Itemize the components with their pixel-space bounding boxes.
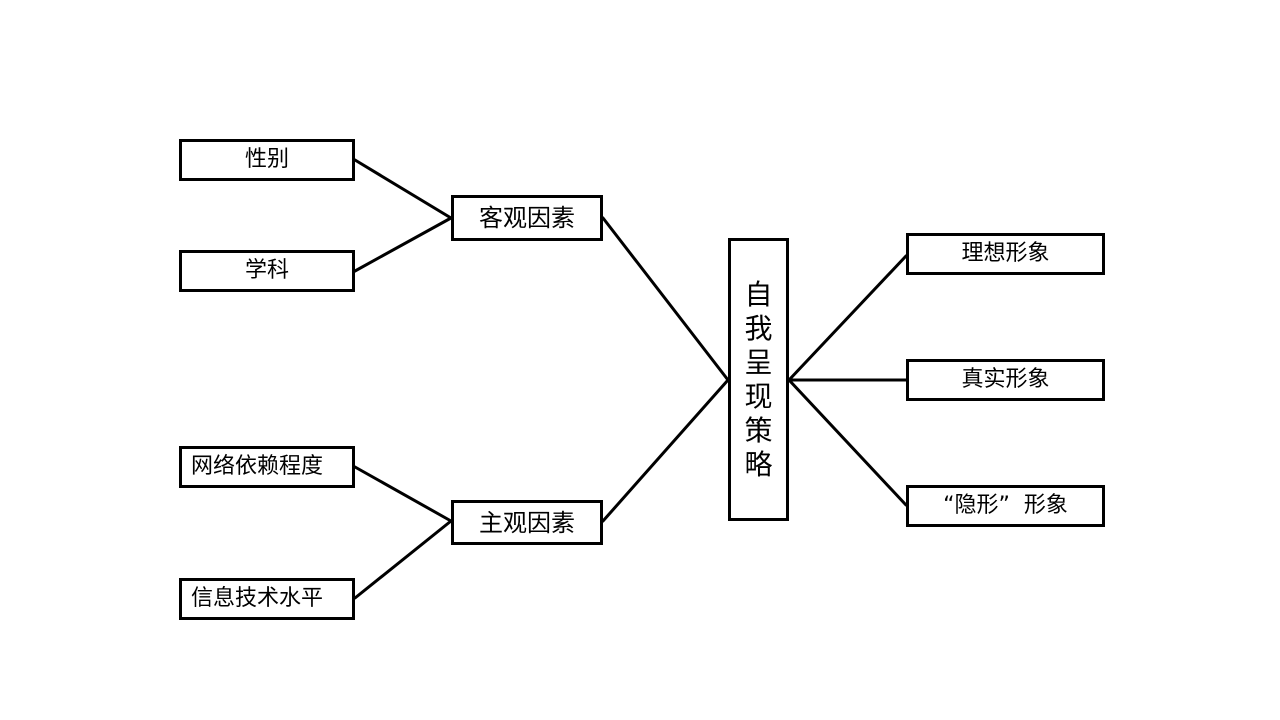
node-ideal-image: 理想形象 <box>906 233 1105 275</box>
center-char: 策 <box>744 413 773 447</box>
center-char: 现 <box>744 379 773 413</box>
node-real-image: 真实形象 <box>906 359 1105 401</box>
node-self-presentation-strategy: 自 我 呈 现 策 略 <box>728 238 789 521</box>
node-subject-label: 学科 <box>244 258 289 283</box>
node-subjective-factors-label: 主观因素 <box>479 508 575 537</box>
node-network-dependence: 网络依赖程度 <box>179 446 355 488</box>
connector-subjective-center <box>601 378 730 523</box>
node-gender-label: 性别 <box>244 147 289 172</box>
connector-infotech-subjective <box>353 519 453 600</box>
node-objective-factors: 客观因素 <box>451 195 603 241</box>
connector-gender-objective <box>353 158 453 220</box>
connector-center-ideal <box>787 254 908 382</box>
node-network-dependence-label: 网络依赖程度 <box>191 454 324 479</box>
center-char: 略 <box>744 447 773 481</box>
node-invisible-image-label: “隐形” 形象 <box>943 493 1068 518</box>
center-char: 我 <box>744 311 773 345</box>
connector-netdep-subjective <box>353 465 453 523</box>
center-char: 自 <box>744 277 773 311</box>
center-char: 呈 <box>744 345 773 379</box>
node-subject: 学科 <box>179 250 355 292</box>
node-objective-factors-label: 客观因素 <box>479 204 575 232</box>
node-it-skill-level: 信息技术水平 <box>179 578 355 620</box>
node-ideal-image-label: 理想形象 <box>961 241 1050 266</box>
node-subjective-factors: 主观因素 <box>451 500 603 545</box>
node-invisible-image: “隐形” 形象 <box>906 485 1105 527</box>
connector-center-invisible <box>787 378 908 507</box>
connector-objective-center <box>601 216 730 382</box>
connector-subject-objective <box>353 216 453 273</box>
node-it-skill-level-label: 信息技术水平 <box>191 586 324 611</box>
node-real-image-label: 真实形象 <box>961 367 1050 392</box>
node-gender: 性别 <box>179 139 355 181</box>
